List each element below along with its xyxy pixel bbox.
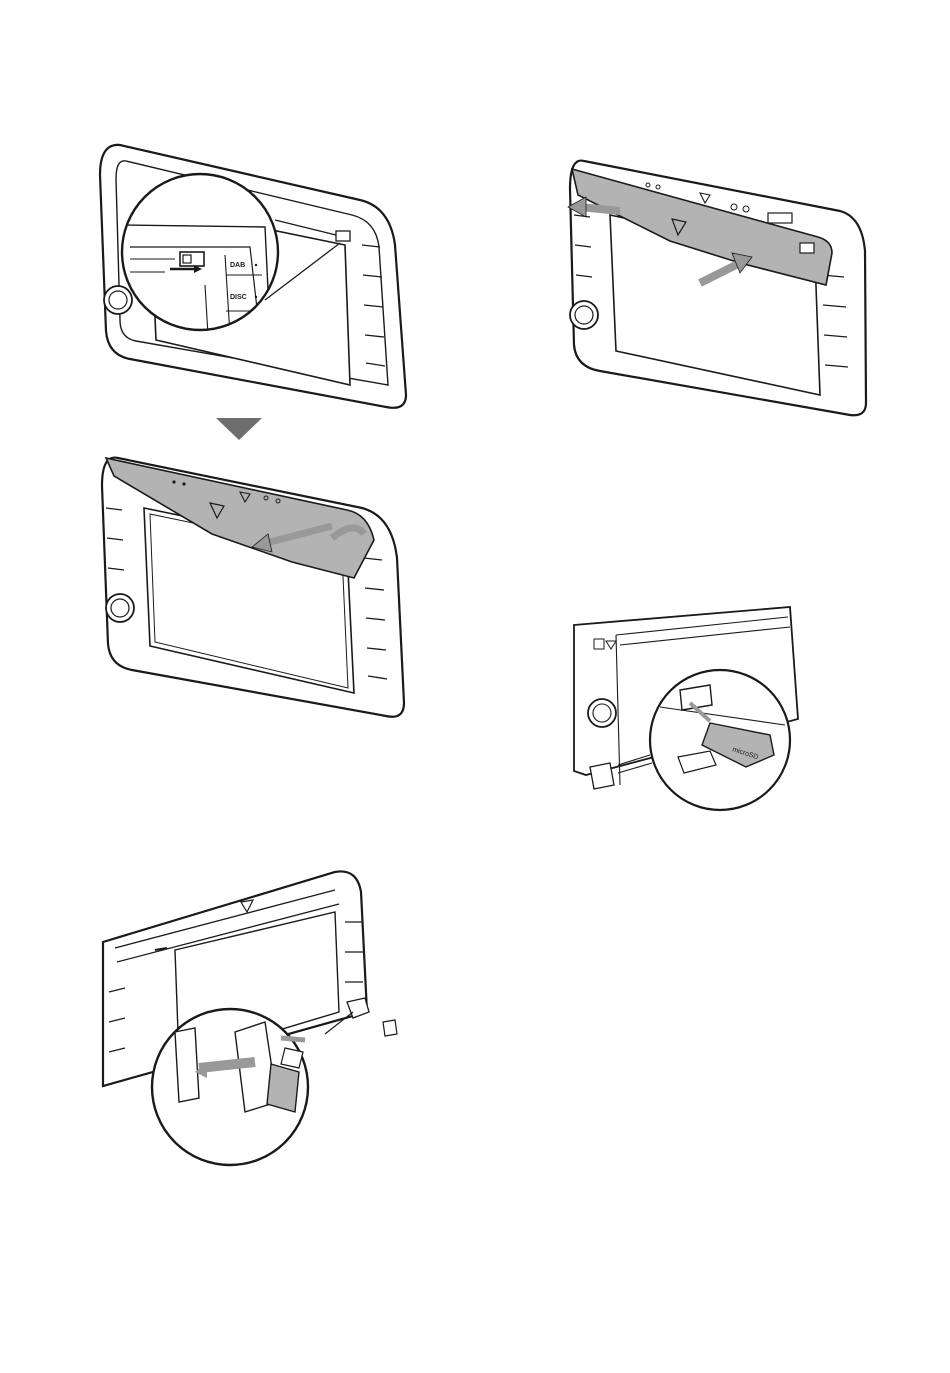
figure-microsd-large [95,862,425,1167]
figure-microsd-small: microSD [560,595,810,825]
figure-panel-open [92,448,422,728]
volume-knob [106,594,134,622]
next-step-arrow [214,416,264,442]
figure-panel-attach [560,155,870,425]
zoom-detail: microSD [650,670,790,810]
dab-label: DAB [230,262,245,269]
disc-label: DISC [230,294,247,301]
volume-knob [588,699,616,727]
microsd-card [267,1064,299,1112]
volume-knob [104,286,132,314]
zoom-detail [152,1009,308,1165]
volume-knob [570,301,598,329]
figure-release-button: DAB DISC [90,135,420,415]
